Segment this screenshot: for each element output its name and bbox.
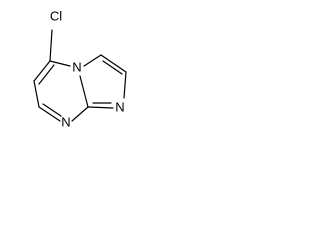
bond-n4-c3	[83, 54, 102, 67]
bond-c5-c6	[33, 60, 51, 82]
bond-c7-n8	[38, 106, 61, 122]
bond-n1-c8a	[87, 106, 114, 109]
bond-c3-c2	[100, 54, 127, 73]
atom-label-chlorine: Cl	[50, 8, 62, 23]
bond-c5-cl	[49, 29, 53, 62]
atom-label-imidazole-nitrogen: N	[115, 99, 124, 114]
chemical-structure-diagram: Cl N N N	[33, 8, 127, 129]
atom-label-bridge-nitrogen: N	[72, 59, 81, 74]
bond-c7-n8-double	[42, 103, 62, 117]
bond-c6-c7	[33, 80, 40, 108]
bond-c2-n1	[123, 71, 127, 99]
bond-c3-c2-double	[102, 60, 123, 75]
bond-c5-c6-double	[38, 64, 55, 85]
bond-c8a-n4	[79, 75, 89, 108]
bond-n4-c5	[49, 60, 71, 67]
bond-n8-c8a	[71, 106, 89, 122]
atom-label-pyrimidine-nitrogen: N	[61, 114, 70, 129]
